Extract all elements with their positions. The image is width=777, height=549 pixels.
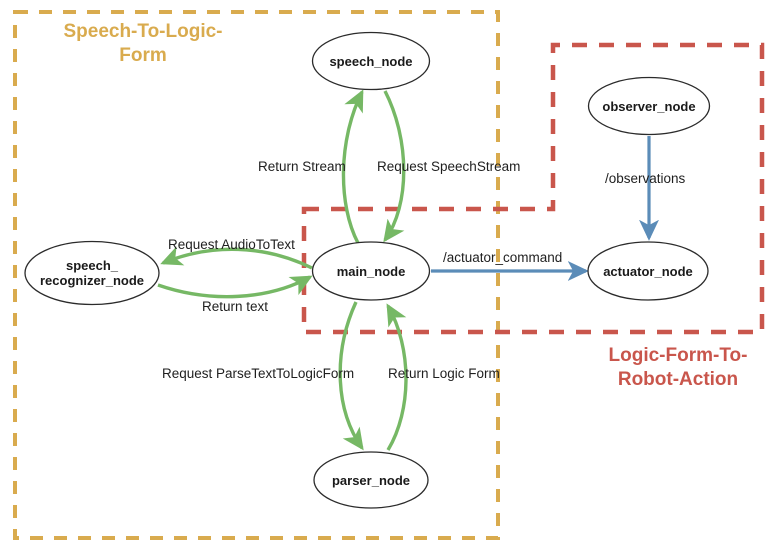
node-speech_node[interactable] — [311, 31, 431, 91]
group-box-logic-form-to-robot-action — [301, 42, 765, 335]
node-main_node[interactable] — [311, 241, 431, 301]
group-box-speech-to-logic-form — [13, 10, 500, 540]
edge-return-logic-form — [386, 303, 408, 451]
node-speech_recognizer_node[interactable] — [24, 240, 160, 306]
edge-return-text — [157, 275, 313, 299]
group-title-logic-form-to-robot-action: Logic-Form-To- Robot-Action — [608, 345, 748, 390]
edge-return-stream — [341, 89, 364, 244]
group-title-speech-to-logic-form: Speech-To-Logic- Form — [63, 21, 223, 66]
node-observer_node[interactable] — [587, 76, 711, 136]
node-actuator_node[interactable] — [587, 241, 709, 301]
edge-request-speechstream — [383, 90, 406, 243]
edge-request-audiototext — [160, 246, 313, 270]
edge-request-parsetexttologicform — [338, 301, 364, 451]
node-parser_node[interactable] — [313, 451, 429, 509]
